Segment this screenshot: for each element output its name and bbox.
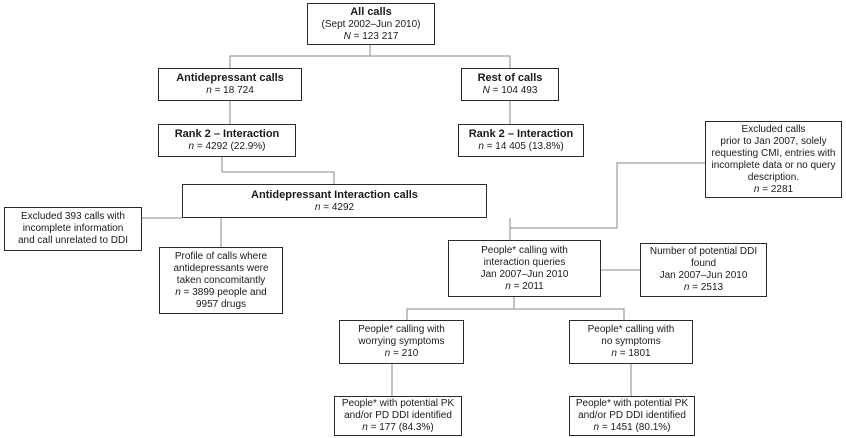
worrying-line2: worrying symptoms (358, 336, 445, 347)
antidepressant-calls-title: Antidepressant calls (176, 72, 284, 84)
potential-ddi-count: n = 2513 (683, 282, 724, 293)
no-symptoms-box: People* calling with no symptoms n = 180… (569, 320, 693, 364)
excluded-393-box: Excluded 393 calls with incomplete infor… (4, 207, 142, 251)
excluded-calls-box: Excluded calls prior to Jan 2007, solely… (705, 121, 842, 198)
excluded-calls-line1: Excluded calls (741, 123, 806, 135)
pk-left-line2: and/or PD DDI identified (344, 410, 452, 421)
profile-line1: Profile of calls where (174, 250, 268, 262)
rest-calls-title: Rest of calls (477, 72, 543, 84)
excluded-calls-line2: prior to Jan 2007, solely (720, 135, 827, 147)
people-interaction-box: People* calling with interaction queries… (448, 240, 601, 297)
no-symptoms-count: n = 1801 (611, 348, 651, 359)
profile-line5: 9957 drugs (195, 298, 247, 310)
interaction-calls-box: Antidepressant Interaction calls n = 429… (182, 184, 487, 218)
pk-right-count: n = 1451 (80.1%) (593, 422, 671, 433)
excluded-393-line3: and call unrelated to DDI (17, 235, 129, 246)
all-calls-box: All calls (Sept 2002–Jun 2010) N = 123 2… (307, 3, 435, 45)
connector-all-split (229, 45, 511, 68)
rank-left-box: Rank 2 – Interaction n = 4292 (22.9%) (158, 124, 296, 157)
interaction-calls-count: n = 4292 (314, 201, 355, 213)
antidepressant-calls-box: Antidepressant calls n = 18 724 (158, 68, 302, 101)
rank-right-box: Rank 2 – Interaction n = 14 405 (13.8%) (458, 124, 584, 157)
rank-left-title: Rank 2 – Interaction (174, 128, 280, 140)
excluded-calls-line3: requesting CMI, entries with (711, 147, 836, 159)
all-calls-period: (Sept 2002–Jun 2010) (321, 18, 421, 30)
excluded-calls-count: n = 2281 (753, 183, 794, 195)
pk-right-box: People* with potential PK and/or PD DDI … (569, 396, 695, 436)
profile-count: n = 3899 people and (175, 286, 267, 298)
all-calls-count: N = 123 217 (343, 30, 399, 42)
pk-right-line1: People* with potential PK (575, 398, 689, 409)
excluded-393-line2: incomplete information (22, 223, 124, 234)
excluded-calls-line5: description. (747, 171, 800, 183)
connector-people-split (406, 297, 625, 320)
connector-rank-interaction (221, 157, 335, 184)
rest-calls-count: N = 104 493 (482, 85, 538, 96)
pk-left-count: n = 177 (84.3%) (362, 422, 434, 433)
people-interaction-line3: Jan 2007–Jun 2010 (480, 268, 569, 280)
potential-ddi-line2: found (690, 258, 717, 269)
people-interaction-line2: interaction queries (483, 256, 566, 268)
worrying-count: n = 210 (384, 348, 419, 359)
people-interaction-count: n = 2011 (505, 280, 544, 292)
pk-right-line2: and/or PD DDI identified (578, 410, 686, 421)
pk-left-line1: People* with potential PK (341, 398, 455, 409)
potential-ddi-line3: Jan 2007–Jun 2010 (659, 270, 748, 281)
interaction-calls-title: Antidepressant Interaction calls (251, 188, 418, 201)
profile-line3: taken concomitantly (176, 274, 266, 286)
pk-left-box: People* with potential PK and/or PD DDI … (334, 396, 462, 436)
profile-box: Profile of calls where antidepressants w… (159, 247, 283, 314)
rest-calls-box: Rest of calls N = 104 493 (461, 68, 559, 101)
antidepressant-calls-count: n = 18 724 (206, 85, 254, 96)
no-symptoms-line1: People* calling with (587, 324, 675, 335)
rank-right-title: Rank 2 – Interaction (468, 128, 574, 140)
potential-ddi-line1: Number of potential DDI (649, 246, 758, 257)
excluded-393-line1: Excluded 393 calls with (21, 211, 125, 222)
no-symptoms-line2: no symptoms (601, 336, 661, 347)
rank-right-count: n = 14 405 (13.8%) (478, 141, 564, 152)
people-interaction-line1: People* calling with (481, 244, 568, 256)
excluded-calls-line4: incomplete data or no query (711, 159, 836, 171)
worrying-symptoms-box: People* calling with worrying symptoms n… (339, 320, 464, 364)
connector-excluded-calls (510, 162, 705, 229)
rank-left-count: n = 4292 (22.9%) (188, 141, 266, 152)
potential-ddi-box: Number of potential DDI found Jan 2007–J… (640, 243, 767, 297)
profile-line2: antidepressants were (173, 262, 269, 274)
worrying-line1: People* calling with (358, 324, 445, 335)
all-calls-title: All calls (350, 5, 392, 18)
